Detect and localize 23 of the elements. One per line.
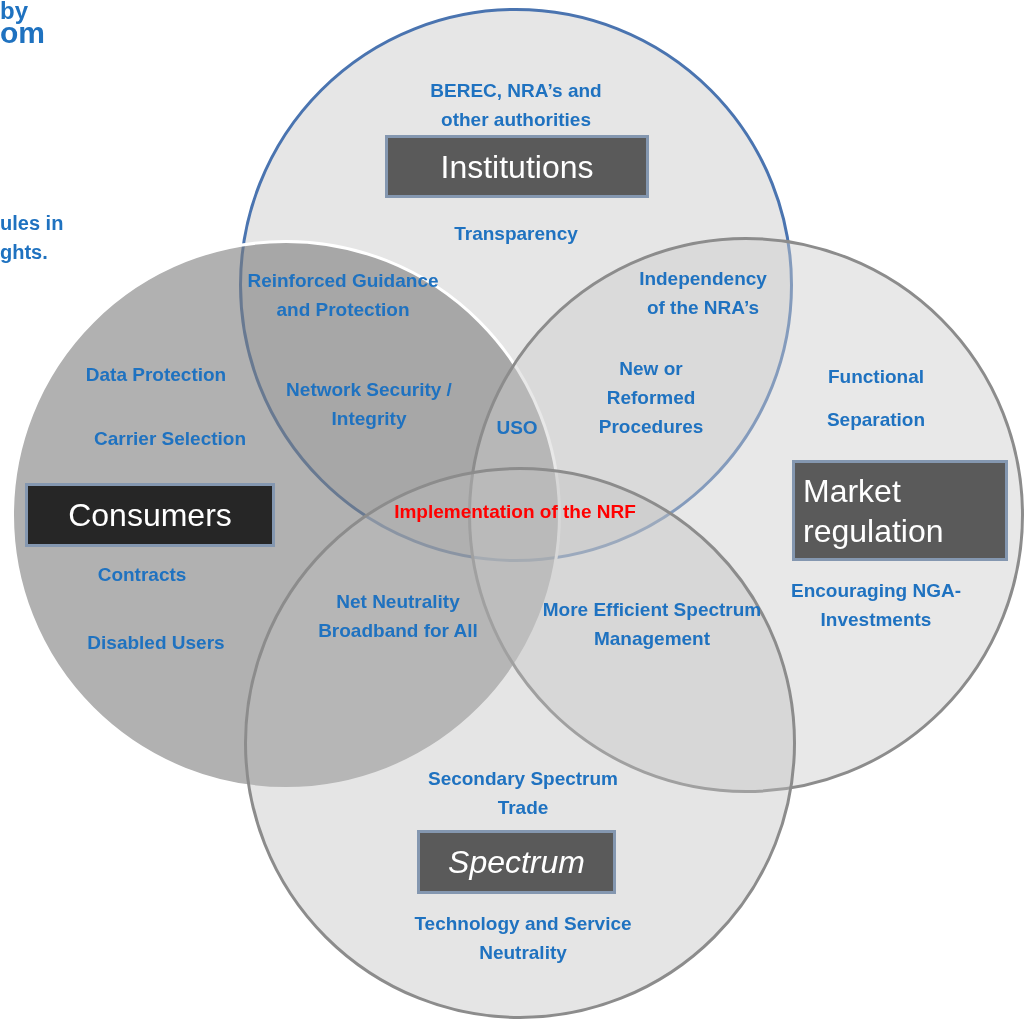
category-label-box: Spectrum <box>417 830 616 894</box>
area-label: Network Security / Integrity <box>285 378 453 431</box>
area-label: Secondary Spectrum Trade <box>426 767 620 820</box>
area-label: Net Neutrality Broadband for All <box>317 590 479 643</box>
area-label: New or Reformed Procedures <box>597 357 705 439</box>
category-label-box: Market regulation <box>792 460 1008 561</box>
area-label: Independency of the NRA’s <box>638 267 768 320</box>
area-label: Technology and Service Neutrality <box>413 912 633 965</box>
area-label: Encouraging NGA- Investments <box>790 579 962 632</box>
area-label: USO <box>495 416 539 440</box>
area-label: Implementation of the NRF <box>393 500 637 524</box>
area-label: More Efficient Spectrum Management <box>541 598 763 651</box>
area-label: Functional <box>826 365 926 389</box>
area-label: ules in ghts. <box>0 211 65 265</box>
area-label: Disabled Users <box>86 631 226 655</box>
area-label: Contracts <box>96 563 188 587</box>
area-label: Transparency <box>453 222 579 246</box>
area-label: Data Protection <box>84 363 228 387</box>
category-label-box: Consumers <box>25 483 275 547</box>
area-label: Carrier Selection <box>92 427 248 451</box>
category-label-box: Institutions <box>385 135 649 198</box>
area-label: Separation <box>825 408 927 432</box>
area-label: BEREC, NRA’s and other authorities <box>429 79 603 132</box>
